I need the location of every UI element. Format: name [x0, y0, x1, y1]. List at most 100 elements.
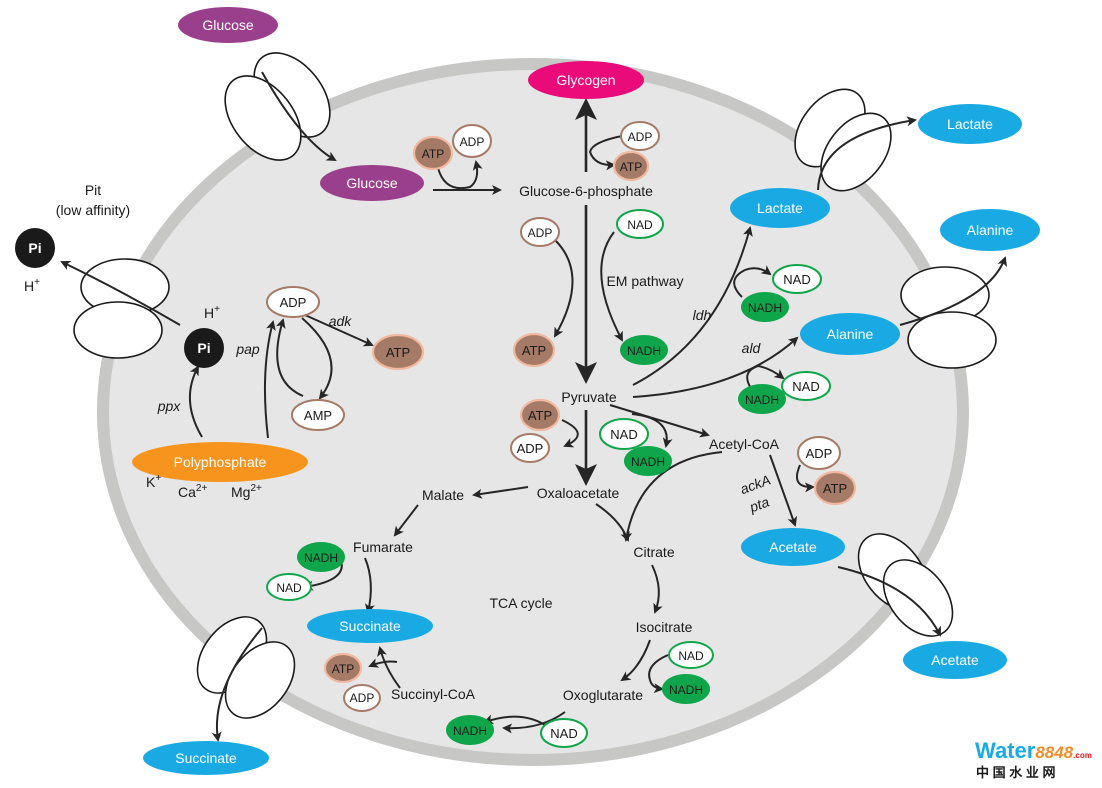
svg-text:ATP: ATP	[823, 481, 847, 496]
pit-label: Pit	[85, 182, 101, 198]
svg-text:Glycogen: Glycogen	[556, 72, 615, 88]
svg-text:ADP: ADP	[350, 691, 375, 705]
enzyme-adk: adk	[329, 313, 353, 329]
svg-text:ATP: ATP	[528, 408, 552, 423]
fumarate-label: Fumarate	[353, 539, 413, 555]
svg-text:Lactate: Lactate	[947, 116, 993, 132]
svg-text:NADH: NADH	[669, 683, 703, 697]
succinyl-coa-label: Succinyl-CoA	[391, 686, 476, 702]
enzyme-ldh: ldh	[693, 307, 712, 323]
adp-badge-pyruvate: ADP	[510, 433, 550, 463]
adp-badge-acetate: ADP	[797, 436, 841, 470]
watermark-logo: Water8848.com 中 国 水 业 网	[975, 738, 1092, 780]
svg-text:Acetate: Acetate	[931, 652, 979, 668]
nad-badge-em: NAD	[616, 209, 664, 239]
nad-badge-oxoglutarate: NAD	[540, 718, 588, 748]
enzyme-pta: pta	[746, 493, 771, 515]
svg-text:NAD: NAD	[627, 218, 653, 232]
svg-text:ADP: ADP	[460, 135, 485, 149]
svg-text:NADH: NADH	[627, 344, 661, 358]
svg-text:Pi: Pi	[197, 340, 210, 356]
nadh-badge-fumarate: NADH	[297, 542, 345, 572]
acetyl-coa-label: Acetyl-CoA	[709, 436, 780, 452]
atp-badge-adk: ATP	[371, 333, 425, 371]
svg-text:NADH: NADH	[748, 301, 782, 315]
pit-transporter	[73, 258, 170, 359]
svg-text:NADH: NADH	[453, 724, 487, 738]
pit-affinity-label: (low affinity)	[56, 202, 130, 218]
acetate-extracellular: Acetate	[903, 641, 1007, 679]
svg-text:AMP: AMP	[304, 408, 332, 423]
lactate-extracellular: Lactate	[918, 104, 1022, 144]
svg-text:ADP: ADP	[628, 130, 653, 144]
polyphosphate-node: Polyphosphate	[132, 442, 308, 482]
atp-badge-acetate: ATP	[813, 470, 857, 506]
adp-badge-em: ADP	[520, 217, 560, 247]
svg-text:NAD: NAD	[550, 726, 577, 741]
atp-badge-pyruvate: ATP	[519, 398, 561, 432]
atp-badge-glycogen: ATP	[612, 150, 650, 182]
svg-text:Succinate: Succinate	[339, 618, 401, 634]
svg-text:ADP: ADP	[528, 226, 553, 240]
citrate-label: Citrate	[633, 544, 674, 560]
glucose-intracellular: Glucose	[320, 165, 424, 201]
pi-intracellular: Pi	[184, 328, 224, 368]
nadh-badge-ldh: NADH	[741, 292, 789, 322]
em-pathway-label: EM pathway	[606, 273, 683, 289]
lactate-transporter	[794, 88, 892, 192]
acetate-transporter	[857, 533, 954, 637]
svg-text:Water8848.com: Water8848.com	[975, 738, 1092, 763]
h-plus-extracellular: H+	[24, 277, 40, 294]
alanine-extracellular: Alanine	[940, 209, 1040, 251]
svg-text:Acetate: Acetate	[769, 539, 817, 555]
glucose-transporter	[224, 52, 331, 161]
svg-text:ATP: ATP	[620, 160, 642, 174]
svg-text:中 国 水 业 网: 中 国 水 业 网	[976, 765, 1055, 780]
svg-text:NADH: NADH	[631, 455, 665, 469]
glucose-extracellular: Glucose	[178, 7, 278, 43]
succinate-extracellular: Succinate	[143, 741, 269, 775]
svg-text:ATP: ATP	[332, 662, 354, 676]
nad-badge-isocitrate: NAD	[668, 641, 714, 669]
tca-cycle-label: TCA cycle	[489, 595, 552, 611]
svg-text:Glucose: Glucose	[202, 17, 254, 33]
pi-extracellular: Pi	[15, 228, 55, 268]
atp-badge-succinyl: ATP	[323, 652, 363, 684]
amp-badge: AMP	[291, 399, 345, 431]
nad-badge-acetylcoa: NAD	[599, 418, 649, 450]
mg-ion-label: Mg2+	[231, 483, 262, 500]
svg-text:ADP: ADP	[806, 446, 833, 461]
svg-text:ATP: ATP	[522, 343, 546, 358]
svg-text:NAD: NAD	[783, 272, 810, 287]
enzyme-ald: ald	[742, 340, 762, 356]
svg-text:Alanine: Alanine	[967, 222, 1014, 238]
lactate-intracellular: Lactate	[730, 188, 830, 228]
nadh-badge-ald: NADH	[738, 384, 786, 414]
svg-text:NAD: NAD	[276, 581, 302, 595]
svg-text:ATP: ATP	[422, 147, 444, 161]
pyruvate-label: Pyruvate	[561, 389, 616, 405]
ca-ion-label: Ca2+	[178, 483, 207, 500]
svg-text:Pi: Pi	[28, 240, 41, 256]
nadh-badge-succinylcoa: NADH	[446, 715, 494, 745]
h-plus-intracellular: H+	[204, 304, 220, 321]
isocitrate-label: Isocitrate	[636, 619, 693, 635]
svg-text:ADP: ADP	[517, 441, 544, 456]
nad-badge-fumarate: NAD	[266, 573, 312, 601]
svg-text:NAD: NAD	[610, 427, 637, 442]
adp-badge-succinyl: ADP	[343, 684, 381, 712]
adp-badge-glycogen: ADP	[620, 121, 660, 151]
enzyme-pap: pap	[235, 341, 260, 357]
glycogen-node: Glycogen	[528, 61, 644, 99]
atp-badge-em: ATP	[512, 332, 556, 368]
adp-badge-pap: ADP	[266, 286, 320, 318]
svg-text:Lactate: Lactate	[757, 200, 803, 216]
svg-text:NAD: NAD	[792, 379, 819, 394]
succinate-intracellular: Succinate	[307, 609, 433, 643]
svg-text:NAD: NAD	[678, 649, 704, 663]
svg-text:Succinate: Succinate	[175, 750, 237, 766]
enzyme-ppx: ppx	[157, 398, 182, 414]
oxoglutarate-label: Oxoglutarate	[563, 687, 643, 703]
svg-text:Alanine: Alanine	[827, 326, 874, 342]
